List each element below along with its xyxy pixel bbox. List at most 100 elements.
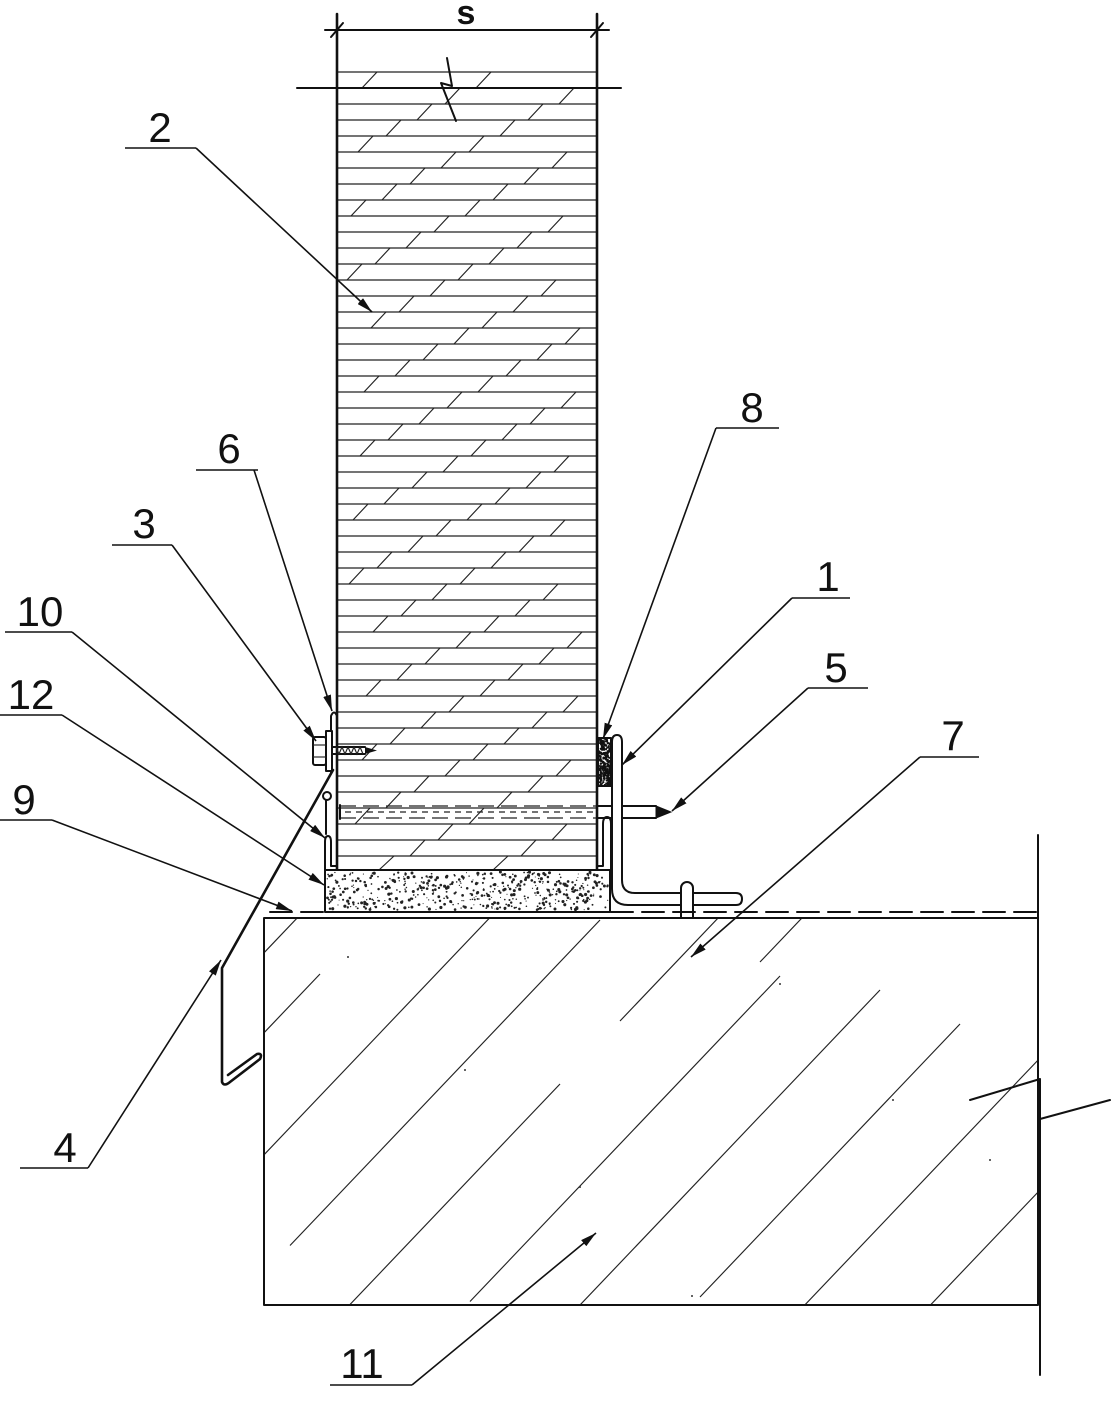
stipple-dot [565, 884, 569, 888]
seal-dot [606, 760, 609, 763]
panel-hatch-joint [374, 247, 391, 265]
stipple-dot [434, 879, 436, 880]
stipple-dot [595, 874, 599, 878]
stipple-dot [391, 878, 395, 882]
stipple-dot [537, 877, 540, 880]
stipple-dot [404, 888, 406, 890]
stipple-dot [422, 886, 425, 890]
wall-panel [296, 12, 622, 873]
panel-hatch-joint [446, 391, 463, 409]
stipple-dot [491, 902, 494, 906]
stipple-dot [488, 898, 491, 901]
stipple-dot [471, 893, 473, 895]
stipple-dot [478, 898, 480, 900]
panel-hatch-joint [383, 487, 400, 505]
screw-head [312, 736, 327, 766]
panel-hatch-joint [398, 295, 415, 313]
stipple-dot [417, 903, 421, 906]
callout-2-leader [195, 147, 373, 313]
stipple-dot [351, 901, 355, 904]
stipple-dot [588, 871, 592, 874]
stipple-dot [583, 898, 585, 901]
callout-10-leader [71, 631, 326, 839]
panel-hatch-joint [531, 711, 548, 729]
stipple-dot [588, 898, 591, 901]
stipple-dot [545, 897, 548, 900]
stipple-dot [536, 887, 539, 891]
stipple-dot [543, 872, 545, 874]
callout-6-leader [253, 469, 333, 712]
stipple-dot [578, 893, 582, 896]
panel-hatch-joint [499, 119, 516, 137]
stipple-dot [452, 903, 454, 906]
panel-hatch-joint [359, 439, 376, 457]
stipple-dot [343, 887, 347, 891]
foundation-hatch-line [619, 919, 718, 1022]
stipple-dot [554, 899, 557, 901]
stipple-dot [426, 897, 428, 899]
stipple-dot [489, 885, 492, 888]
callout-5-label: 5 [824, 644, 847, 691]
stipple-dot [423, 893, 426, 896]
seal-dot [600, 771, 603, 775]
stipple-dot [370, 892, 373, 895]
stipple-dot [411, 889, 415, 894]
stipple-dot [443, 902, 446, 906]
stipple-dot [351, 885, 353, 888]
stipple-dot [386, 885, 390, 889]
callout-4-leader [87, 959, 222, 1169]
rivet [322, 791, 332, 801]
stipple-dot [482, 888, 485, 892]
stipple-dot [329, 890, 331, 892]
panel-hatch-joint [472, 743, 489, 761]
stipple-dot [330, 875, 333, 877]
stipple-dot [477, 874, 479, 877]
stipple-dot [342, 898, 345, 901]
callout-7: 7 [690, 712, 979, 958]
stipple-dot [475, 895, 477, 897]
stipple-dot [534, 876, 536, 878]
panel-hatch-joint [363, 375, 380, 393]
panel-hatch-joint [422, 343, 439, 361]
stipple-dot [539, 877, 543, 881]
panel-hatch-joint [475, 71, 492, 89]
stipple-dot [422, 881, 425, 884]
stipple-dot [531, 887, 534, 889]
seal-dot [606, 778, 610, 782]
stipple-dot [339, 893, 342, 896]
stipple-dot [404, 880, 406, 883]
stipple-dot [349, 873, 351, 876]
stipple-dot [537, 908, 540, 911]
stipple-dot [563, 903, 567, 907]
panel-hatch-joint [466, 503, 483, 521]
stipple-dot [510, 880, 514, 883]
stipple-dot [354, 879, 358, 883]
panel-hatch-joint [501, 423, 518, 441]
stipple-dot [415, 882, 417, 884]
stipple-dot [463, 900, 465, 902]
screw-tip [365, 747, 377, 754]
stipple-dot [472, 879, 474, 881]
stipple-dot [549, 903, 551, 906]
seal-dot [602, 781, 605, 784]
stipple-dot [518, 887, 522, 891]
stipple-dot [508, 875, 512, 879]
stipple-dot [343, 874, 346, 877]
stipple-dot [535, 894, 537, 896]
stipple-dot [328, 874, 331, 878]
stipple-dot [481, 873, 484, 876]
stipple-dot [599, 895, 602, 898]
stipple-dot [368, 897, 372, 901]
stipple-dot [433, 888, 437, 891]
foundation-hatch-line [930, 1192, 1037, 1304]
stipple-dot [558, 888, 560, 890]
panel-hatch-joint [354, 807, 371, 825]
stipple-dot [484, 873, 486, 876]
stipple-dot [435, 908, 437, 911]
screw-thread [335, 745, 364, 756]
stipple-dot [513, 874, 517, 878]
stipple-dot [445, 890, 448, 893]
stipple-dot [432, 883, 435, 887]
stipple-dot [459, 880, 461, 883]
stipple-dot [565, 893, 569, 897]
